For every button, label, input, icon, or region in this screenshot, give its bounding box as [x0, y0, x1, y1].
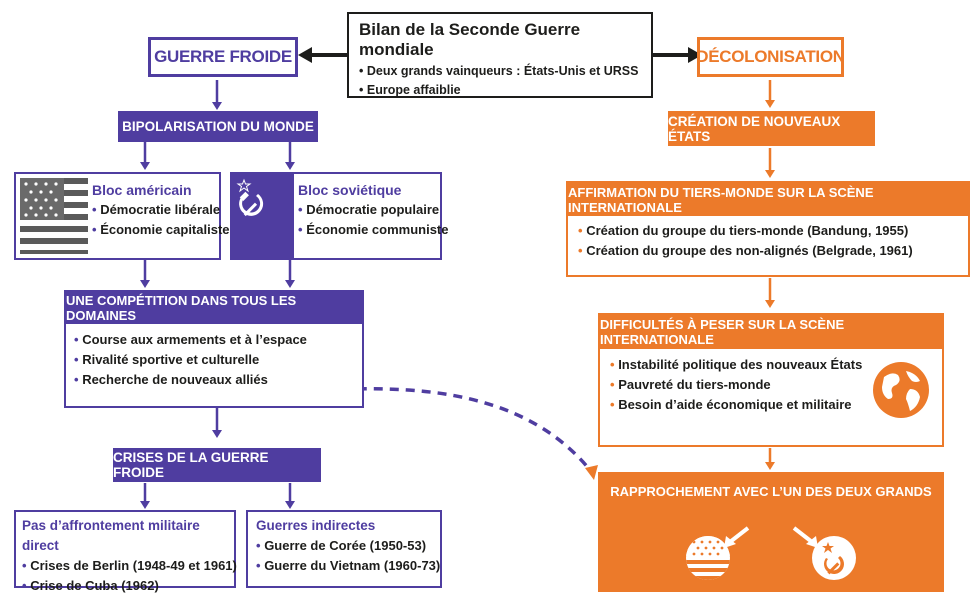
- list-item: • Création du groupe des non-alignés (Be…: [578, 243, 913, 258]
- list-item: • Économie communiste: [298, 222, 449, 237]
- list-item: • Pauvreté du tiers-monde: [610, 377, 771, 392]
- cold-war-title: GUERRE FROIDE: [148, 37, 298, 77]
- soviet-bloc-title: Bloc soviétique: [298, 182, 402, 198]
- list-item: • Crise de Cuba (1962): [22, 578, 159, 593]
- list-item: • Économie capitaliste: [92, 222, 230, 237]
- crises-box: CRISES DE LA GUERRE FROIDE: [113, 448, 321, 482]
- new-states-box: CRÉATION DE NOUVEAUX ÉTATS: [668, 111, 875, 146]
- bipolarisation-box: BIPOLARISATION DU MONDE: [118, 111, 318, 142]
- competition-title: UNE COMPÉTITION DANS TOUS LES DOMAINES: [66, 292, 362, 324]
- list-item: • Rivalité sportive et culturelle: [74, 352, 260, 367]
- list-item: • Création du groupe du tiers-monde (Ban…: [578, 223, 909, 238]
- indirect-wars-title: Guerres indirectes: [256, 518, 376, 533]
- us-flag-icon: [20, 178, 88, 254]
- list-item: • Guerre du Vietnam (1960-73): [256, 558, 441, 573]
- list-item: • Recherche de nouveaux alliés: [74, 372, 268, 387]
- american-bloc-box: Bloc américain • Démocratie libérale • É…: [14, 172, 230, 260]
- list-item: • Démocratie populaire: [298, 202, 440, 217]
- globe-icon: [870, 359, 932, 426]
- rapprochement-box: RAPPROCHEMENT AVEC L’UN DES DEUX GRANDS: [598, 472, 944, 592]
- difficulties-box: DIFFICULTÉS À PESER SUR LA SCÈNE INTERNA…: [598, 313, 944, 447]
- hammer-sickle-icon: [810, 534, 858, 587]
- soviet-flag-icon: [232, 174, 294, 258]
- us-flag-icon: [684, 534, 732, 587]
- summary-item: • Europe affaiblie: [359, 83, 461, 97]
- competition-box: UNE COMPÉTITION DANS TOUS LES DOMAINES •…: [64, 290, 364, 408]
- american-bloc-title: Bloc américain: [92, 182, 192, 198]
- list-item: • Besoin d’aide économique et militaire: [610, 397, 852, 412]
- indirect-wars-box: Guerres indirectes • Guerre de Corée (19…: [246, 510, 442, 588]
- list-item: • Crises de Berlin (1948-49 et 1961): [22, 558, 237, 573]
- difficulties-title: DIFFICULTÉS À PESER SUR LA SCÈNE INTERNA…: [600, 315, 942, 349]
- list-item: • Instabilité politique des nouveaux Éta…: [610, 357, 863, 372]
- decolonisation-title: DÉCOLONISATION: [696, 37, 845, 77]
- list-item: • Démocratie libérale: [92, 202, 221, 217]
- affirmation-title: AFFIRMATION DU TIERS-MONDE SUR LA SCÈNE …: [568, 183, 968, 216]
- rapprochement-arrows: [724, 526, 818, 548]
- affirmation-box: AFFIRMATION DU TIERS-MONDE SUR LA SCÈNE …: [566, 181, 970, 277]
- summary-item: • Deux grands vainqueurs : États-Unis et…: [359, 64, 639, 78]
- no-direct-box: Pas d’affrontement militaire direct • Cr…: [14, 510, 237, 593]
- soviet-bloc-box: Bloc soviétique • Démocratie populaire •…: [230, 172, 449, 260]
- list-item: • Course aux armements et à l’espace: [74, 332, 307, 347]
- rapprochement-title: RAPPROCHEMENT AVEC L’UN DES DEUX GRANDS: [610, 483, 932, 499]
- no-direct-title: Pas d’affrontement militaire direct: [22, 518, 200, 553]
- summary-title: Bilan de la Seconde Guerre mondiale: [359, 20, 581, 59]
- summary-box: Bilan de la Seconde Guerre mondiale • De…: [347, 12, 653, 98]
- list-item: • Guerre de Corée (1950-53): [256, 538, 427, 553]
